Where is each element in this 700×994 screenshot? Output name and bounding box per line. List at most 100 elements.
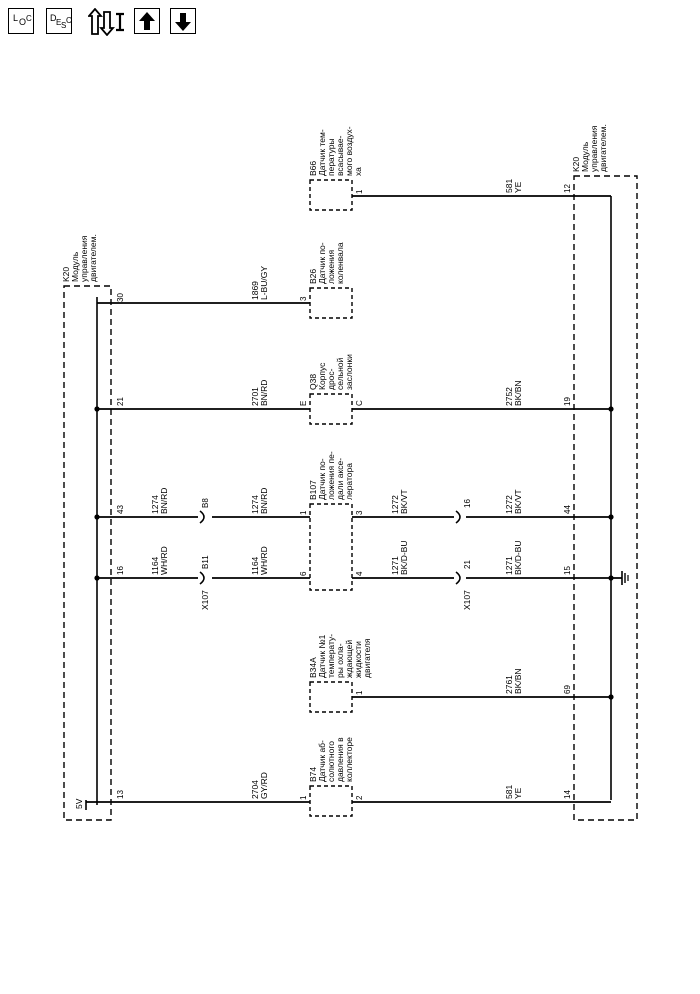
wire-apps-b-right2-color: BK/D-BU <box>513 541 523 575</box>
desc-label-e: E <box>56 18 61 27</box>
wire-ckp-color: L-BU/GY <box>259 266 269 300</box>
b107-name-2: ложения пе- <box>326 451 336 500</box>
wire-apps-b-left2-circuit: 1164 <box>250 556 260 575</box>
b26-label: B26 Датчик по- ложения коленвала <box>308 242 345 284</box>
wire-label-ect: 2761 BK/BN <box>504 668 523 694</box>
arrow-down-button[interactable] <box>170 8 196 34</box>
b26-name-3: коленвала <box>335 242 345 284</box>
b107-box <box>309 503 353 591</box>
junction-dot <box>608 514 614 520</box>
x107-right-21-symbol <box>455 571 461 585</box>
wire-map-left-color: GY/RD <box>259 772 269 799</box>
wire-iat-circuit: 581 <box>504 179 514 193</box>
left-ecm-name-1: Модуль <box>70 251 80 282</box>
b66-name-2: пературы <box>326 138 336 176</box>
b34a-label: B34A Датчик №1 температу- ры охла- ждающ… <box>308 634 372 678</box>
right-pin-iat: 12 <box>563 184 572 193</box>
wire-apps-a-right2-color: BK/VT <box>513 489 523 514</box>
wire-label-apps-b-right2: 1271 BK/D-BU <box>504 541 523 575</box>
right-pin-ect: 69 <box>563 685 572 694</box>
wire-map-right-color: YE <box>513 787 523 799</box>
arrow-up-button[interactable] <box>134 8 160 34</box>
b74-pin-1: 1 <box>299 795 308 800</box>
wire-label-apps-b-right1: 1271 BK/D-BU <box>390 541 409 575</box>
right-ecm-box <box>573 175 638 821</box>
x107-right-pin-16: 16 <box>463 499 472 508</box>
q38-box <box>309 393 353 425</box>
b34a-name-1: Датчик №1 <box>317 634 327 678</box>
junction-dot <box>94 575 100 581</box>
left-pin-apps-a: 43 <box>116 505 125 514</box>
junction-dot <box>608 694 614 700</box>
connector-swap-button[interactable] <box>87 7 126 37</box>
wire-apps-b-right2-circuit: 1271 <box>504 556 514 575</box>
right-ecm-label: K20 Модуль управления двигателем. <box>571 124 608 172</box>
loc-label-c: C <box>26 14 32 23</box>
left-pin-map: 13 <box>116 790 125 799</box>
x107-left-ref: X107 <box>200 590 210 610</box>
q38-name-4: заслонки <box>344 354 354 390</box>
b74-pin-2: 2 <box>355 795 364 800</box>
right-ecm-name-2: управления <box>589 125 599 172</box>
wire-label-apps-a-left2: 1274 BN/RD <box>250 488 269 514</box>
desc-label-d: D <box>50 13 57 23</box>
right-pin-apps-b: 15 <box>563 566 572 575</box>
b107-pin-6: 6 <box>299 571 308 576</box>
loc-button[interactable]: L O C <box>8 8 34 34</box>
b74-label: B74 Датчик аб- солютного давления в колл… <box>308 737 354 782</box>
junction-dot <box>608 406 614 412</box>
b34a-name-5: жидкости <box>353 641 363 678</box>
b107-ref: B107 <box>308 480 318 500</box>
connector-swap-icon <box>87 7 124 37</box>
wire-label-iat: 581 YE <box>504 179 523 193</box>
left-pin-apps-b: 16 <box>116 566 125 575</box>
left-ecm-label: K20 Модуль управления двигателем. <box>61 234 98 282</box>
b107-pin-1: 1 <box>299 510 308 515</box>
x107-right-ref: X107 <box>462 590 472 610</box>
wire-apps-b-left1-color: WH/RD <box>159 546 169 575</box>
left-ecm-ref: K20 <box>61 267 71 282</box>
wire-iat-color: YE <box>513 181 523 193</box>
b26-ref: B26 <box>308 269 318 284</box>
b34a-name-6: двигателя <box>362 638 372 678</box>
b66-ref: B66 <box>308 161 318 176</box>
x107-right-pin-21: 21 <box>463 560 472 569</box>
b107-label: B107 Датчик по- ложения пе- дали аксе- л… <box>308 451 354 500</box>
wire-label-apps-a-right1: 1272 BK/VT <box>390 489 409 514</box>
wire-label-apps-b-left1: 1164 WH/RD <box>150 546 169 575</box>
b107-name-3: дали аксе- <box>335 458 345 500</box>
b107-pin-4: 4 <box>355 571 364 576</box>
b34a-name-3: ры охла- <box>335 643 345 678</box>
x107-right-16-symbol <box>455 510 461 524</box>
wire-apps-a-left1-circuit: 1274 <box>150 495 160 514</box>
b66-name-1: Датчик тем- <box>317 129 327 176</box>
left-5v-label: 5V <box>74 798 84 809</box>
wire-label-map-left: 2704 GY/RD <box>250 772 269 799</box>
b34a-pin: 1 <box>355 690 364 695</box>
b74-name-3: давления в <box>335 737 345 782</box>
b34a-name-4: ждающей <box>344 640 354 678</box>
desc-button[interactable]: D E S C <box>46 8 72 34</box>
b74-ref: B74 <box>308 767 318 782</box>
left-ecm-name-3: двигателем. <box>88 234 98 282</box>
x107-left-b8-symbol <box>199 510 205 524</box>
b34a-ref: B34A <box>308 657 318 678</box>
b34a-name-2: температу- <box>326 634 336 678</box>
q38-pin-e: E <box>299 401 308 406</box>
b66-box <box>309 179 353 211</box>
junction-dot <box>94 406 100 412</box>
b66-name-5: ха <box>353 167 363 176</box>
wire-label-tp-left: 2701 BN/RD <box>250 380 269 406</box>
wire-apps-a-right2-circuit: 1272 <box>504 495 514 514</box>
b74-name-4: коллекторе <box>344 737 354 782</box>
b26-box <box>309 287 353 319</box>
left-ecm-name-2: управления <box>79 235 89 282</box>
wire-apps-b-left1-circuit: 1164 <box>150 556 160 575</box>
b66-name-3: всасывае- <box>335 135 345 176</box>
b66-name-4: мого воздух- <box>344 126 354 176</box>
desc-icon: D E S C <box>50 13 72 30</box>
arrow-up-icon <box>139 12 155 30</box>
q38-name-1: Корпус <box>317 362 327 390</box>
wire-label-apps-a-left1: 1274 BN/RD <box>150 488 169 514</box>
